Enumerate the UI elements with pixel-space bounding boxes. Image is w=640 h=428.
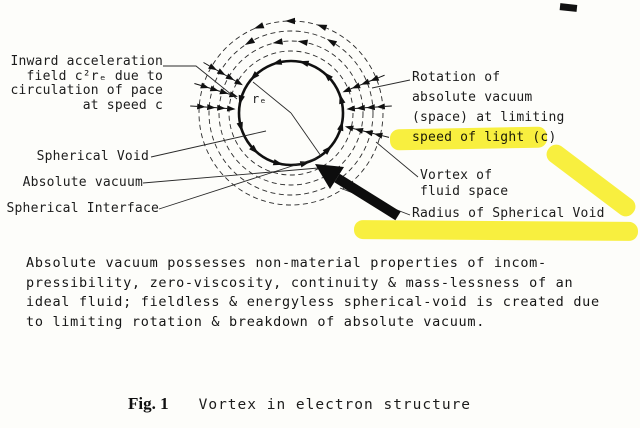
rotation-arrow [337, 120, 344, 132]
inward-arrow [197, 103, 206, 110]
scan-artifact [559, 3, 578, 12]
inward-arrow [351, 82, 361, 89]
rotation-arrow [272, 159, 284, 166]
rotation-arrow [249, 144, 259, 154]
inward-arrow [226, 105, 236, 112]
leader-spherical-void [150, 130, 267, 158]
inward-arrow [342, 86, 352, 93]
inward-arrow [225, 73, 235, 81]
inward-arrow [374, 132, 383, 139]
rotation-arrow [272, 38, 283, 45]
inward-arrow [376, 103, 385, 110]
leader-rotation [371, 79, 411, 89]
inward-arrow [217, 104, 226, 111]
inward-arrow-tail [194, 83, 202, 86]
inward-arrow [228, 91, 238, 98]
inward-arrow [234, 78, 243, 86]
inward-arrow [208, 63, 217, 71]
rotation-arrow [244, 37, 256, 45]
rotation-arrow [323, 72, 333, 82]
rotation-arrow [298, 60, 310, 67]
rotation-arrow [250, 71, 260, 81]
inward-arrow [207, 104, 216, 111]
inward-arrow-tail [203, 62, 210, 67]
rotation-arrow [238, 94, 245, 106]
outer-vortex-circle [198, 20, 384, 206]
inward-arrow [364, 130, 374, 137]
label-inward-acceleration: Inward acceleration field c²rₑ due to ci… [10, 54, 163, 113]
inward-arrow [209, 85, 219, 92]
leader-inward-acceleration [163, 65, 238, 100]
inward-arrow [356, 104, 365, 111]
rotation-arrow [285, 17, 295, 25]
rotation-arrow [236, 121, 243, 133]
inward-arrow [370, 75, 380, 81]
rotation-arrow [326, 39, 338, 47]
figure-caption: Fig. 1 Vortex in electron structure [128, 394, 471, 414]
inward-arrow [219, 88, 229, 95]
body-paragraph: Absolute vacuum possesses non-material p… [26, 255, 600, 330]
figure-number: Fig. 1 [128, 394, 169, 413]
pointer-arrow [315, 164, 401, 221]
inward-arrow [216, 68, 226, 76]
inward-arrow [346, 105, 356, 112]
figure-title: Vortex in electron structure [198, 397, 472, 413]
outer-vortex-circle [218, 40, 364, 186]
outer-vortex-circle [228, 50, 354, 176]
re-radius-line [252, 81, 292, 114]
vortex-circles [198, 20, 384, 206]
leader-lines [142, 65, 419, 216]
pointer-arrow-shaft [334, 173, 401, 221]
label-spherical-void: Spherical Void [36, 149, 149, 164]
pointer-arrow-head [315, 164, 344, 189]
inward-arrow [366, 104, 375, 111]
label-vortex: Vortex of fluid space [420, 168, 509, 199]
radius-line [290, 112, 322, 157]
leader-vortex [375, 141, 419, 178]
rotation-arrow [322, 145, 332, 155]
label-absolute-vacuum: Absolute vacuum [22, 175, 143, 190]
label-spherical-interface: Spherical Interface [6, 201, 159, 216]
re-label: rₑ [252, 92, 267, 106]
highlight-radius-label [353, 220, 639, 241]
label-radius: Radius of Spherical Void [412, 206, 605, 221]
rotation-arrow [253, 22, 265, 29]
leader-spherical-interface [158, 157, 318, 210]
highlight-speed-of-light [389, 126, 548, 151]
inward-arrow [344, 125, 354, 132]
inward-arrow [361, 78, 370, 85]
field-arrows [190, 17, 392, 168]
rotation-arrow [297, 39, 308, 46]
spherical-interface-circle [237, 59, 345, 167]
inward-arrow [200, 82, 210, 89]
rotation-arrow [271, 58, 283, 65]
inward-arrow-tail [378, 74, 385, 79]
inward-arrow [354, 128, 364, 134]
rotation-arrow [316, 24, 328, 31]
inward-arrow-tail [382, 135, 390, 138]
leader-absolute-vacuum [142, 166, 331, 184]
outer-vortex-circle [208, 30, 374, 196]
rotation-arrow [339, 93, 346, 105]
